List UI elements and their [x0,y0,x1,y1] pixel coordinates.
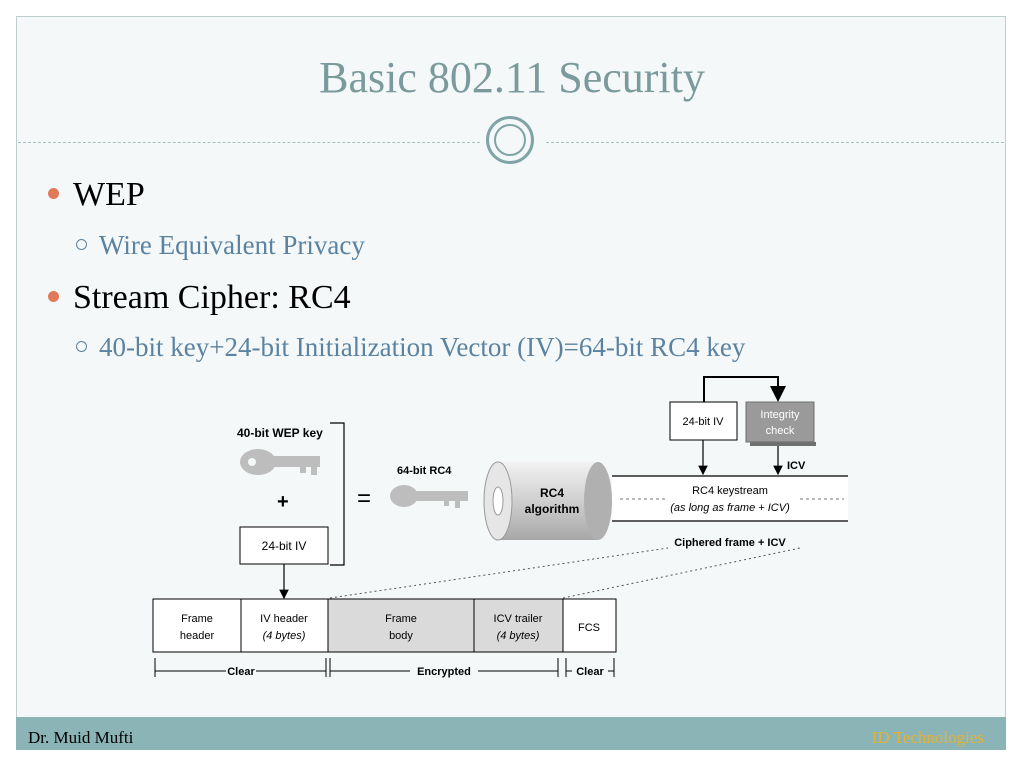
rc4-key-label: 64-bit RC4 [397,465,452,477]
iv-box [239,526,329,565]
bracket-clear-right-label: Clear [576,666,604,678]
bracket-clear-left [154,658,327,677]
wep-key-label: 40-bit WEP key [237,426,323,440]
bullet-text: WEP [73,176,145,213]
projection-line-right [562,547,801,599]
bullet-dot-icon [48,187,59,199]
keystream-text-2: (as long as frame + ICV) [670,502,790,514]
sub-bullet-circle-icon [76,239,87,251]
rc4-algo-text-2: algorithm [525,502,580,516]
footer-bar [16,717,1006,750]
frame-cell-iv-l2: (4 bytes) [263,630,306,642]
bracket-encrypted [329,658,559,677]
bullet-text: Stream Cipher: RC4 [73,279,351,316]
bullet-stream-cipher: Stream Cipher: RC4 [48,279,351,317]
equals-sign: = [357,485,371,512]
key-icon [240,449,320,475]
integrity-text-2: check [766,425,795,437]
iv-box-top-label: 24-bit IV [683,416,725,428]
sub-bullet-text: 40-bit key+24-bit Initialization Vector … [99,332,746,362]
frame-row [152,598,617,653]
projection-line-left [329,547,669,599]
iv-box-label: 24-bit IV [262,539,307,553]
bracket-encrypted-label: Encrypted [417,666,471,678]
bullet-dot-icon [48,290,59,302]
frame-cell-icv-l1: ICV trailer [494,613,543,625]
keystream-text-1: RC4 keystream [692,485,768,497]
divider-ring-ornament [486,116,534,164]
frame-cell-icv-trailer [473,598,564,653]
frame-cell-body [327,598,475,653]
sub-bullet-circle-icon [76,341,87,353]
ciphered-frame-label: Ciphered frame + ICV [674,537,786,549]
sub-bullet-wep-meaning: Wire Equivalent Privacy [76,230,365,261]
slide-title: Basic 802.11 Security [319,53,705,102]
frame-cell-fcs-l1: FCS [578,622,600,634]
frame-cell-iv-l1: IV header [260,613,308,625]
plus-sign: + [277,491,289,513]
frame-cell-header-l1: Frame [181,613,213,625]
iv-integrity-connector [703,376,786,402]
frame-cell-body-l2: body [389,630,413,642]
bullet-wep: WEP [48,176,145,214]
key-iv-bracket [330,422,345,566]
footer-author: Dr. Muid Mufti [28,728,134,747]
frame-cell-header [152,598,242,653]
bracket-clear-right [565,658,615,677]
integrity-box-shadow [750,442,816,446]
rc4-key-icon [390,485,468,508]
sub-bullet-rc4-key: 40-bit key+24-bit Initialization Vector … [76,332,745,363]
divider-ring-inner [494,124,526,156]
footer-org: ID Technologies [871,728,984,747]
rc4-algorithm-cylinder [483,461,612,541]
bracket-clear-left-label: Clear [227,666,255,678]
frame-cell-body-l1: Frame [385,613,417,625]
frame-cell-fcs [562,598,617,653]
icv-label: ICV [787,460,806,472]
rc4-algo-text-1: RC4 [540,486,564,500]
frame-cell-header-l2: header [180,630,215,642]
frame-cell-icv-l2: (4 bytes) [497,630,540,642]
integrity-text-1: Integrity [760,409,800,421]
sub-bullet-text: Wire Equivalent Privacy [99,230,365,260]
iv-box-top [669,401,738,441]
title-divider-left [18,142,480,143]
frame-cell-iv-header [240,598,329,653]
title-divider-right [546,142,1004,143]
